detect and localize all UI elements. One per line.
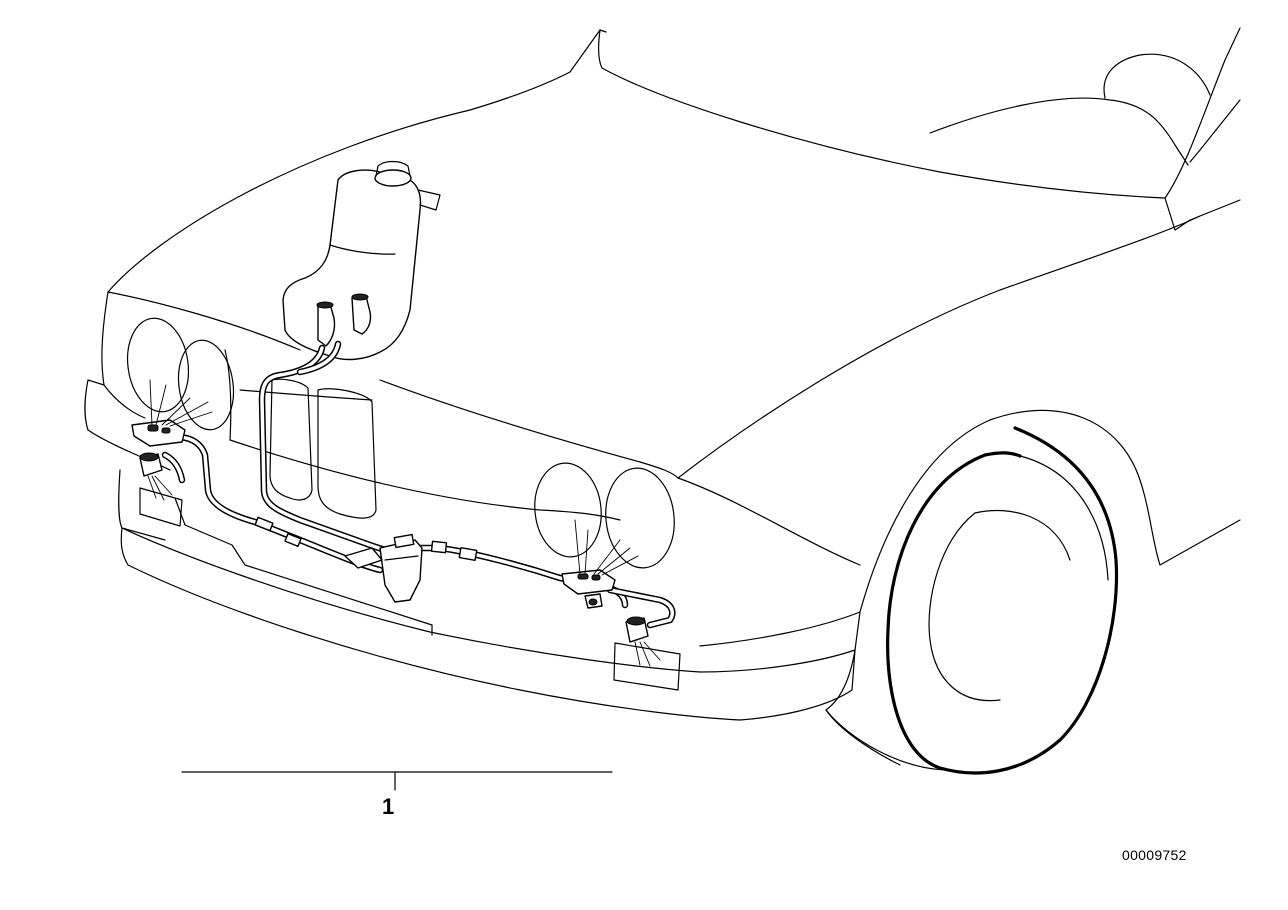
washer-reservoir: [282, 160, 441, 361]
right-connector-fitting: [584, 593, 603, 609]
left-spray-jet: [139, 452, 173, 501]
pump-unit: [344, 533, 423, 603]
right-spray-jet: [625, 616, 661, 667]
kidney-grille: [269, 378, 377, 519]
callout-1-bracket: [181, 771, 613, 791]
diagram-id: 00009752: [1122, 847, 1187, 863]
right-nozzle-block: [561, 519, 639, 595]
car-body-outline: [84, 27, 1241, 766]
headlamps-left: [126, 317, 235, 431]
headlamps-right: [534, 462, 675, 569]
front-wheel: [825, 426, 1119, 775]
callout-1-label: 1: [382, 794, 395, 819]
left-nozzle-block: [131, 379, 213, 447]
hose-connectors: [254, 516, 478, 562]
